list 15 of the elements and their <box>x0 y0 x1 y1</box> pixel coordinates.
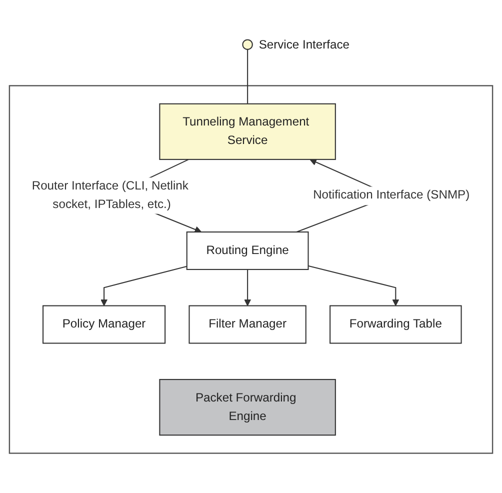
node-box: Tunneling Management Service <box>159 103 336 160</box>
edge-label: Router Interface (CLI, Netlink socket, IPTables, etc.) <box>32 179 188 212</box>
node-box: Routing Engine <box>186 231 309 270</box>
interface-label: Service Interface <box>258 38 350 52</box>
arrow <box>100 266 187 306</box>
edge-label: Notification Interface (SNMP) <box>313 188 470 202</box>
node-box: Forwarding Table <box>330 305 462 344</box>
arrow <box>244 269 252 306</box>
node-circle <box>242 39 253 50</box>
connector <box>247 49 248 104</box>
cluster <box>8 85 494 454</box>
node-box: Packet Forwarding Engine <box>159 378 336 436</box>
arrow <box>308 265 400 306</box>
node-box: Filter Manager <box>188 305 306 344</box>
node-box: Policy Manager <box>42 305 166 344</box>
